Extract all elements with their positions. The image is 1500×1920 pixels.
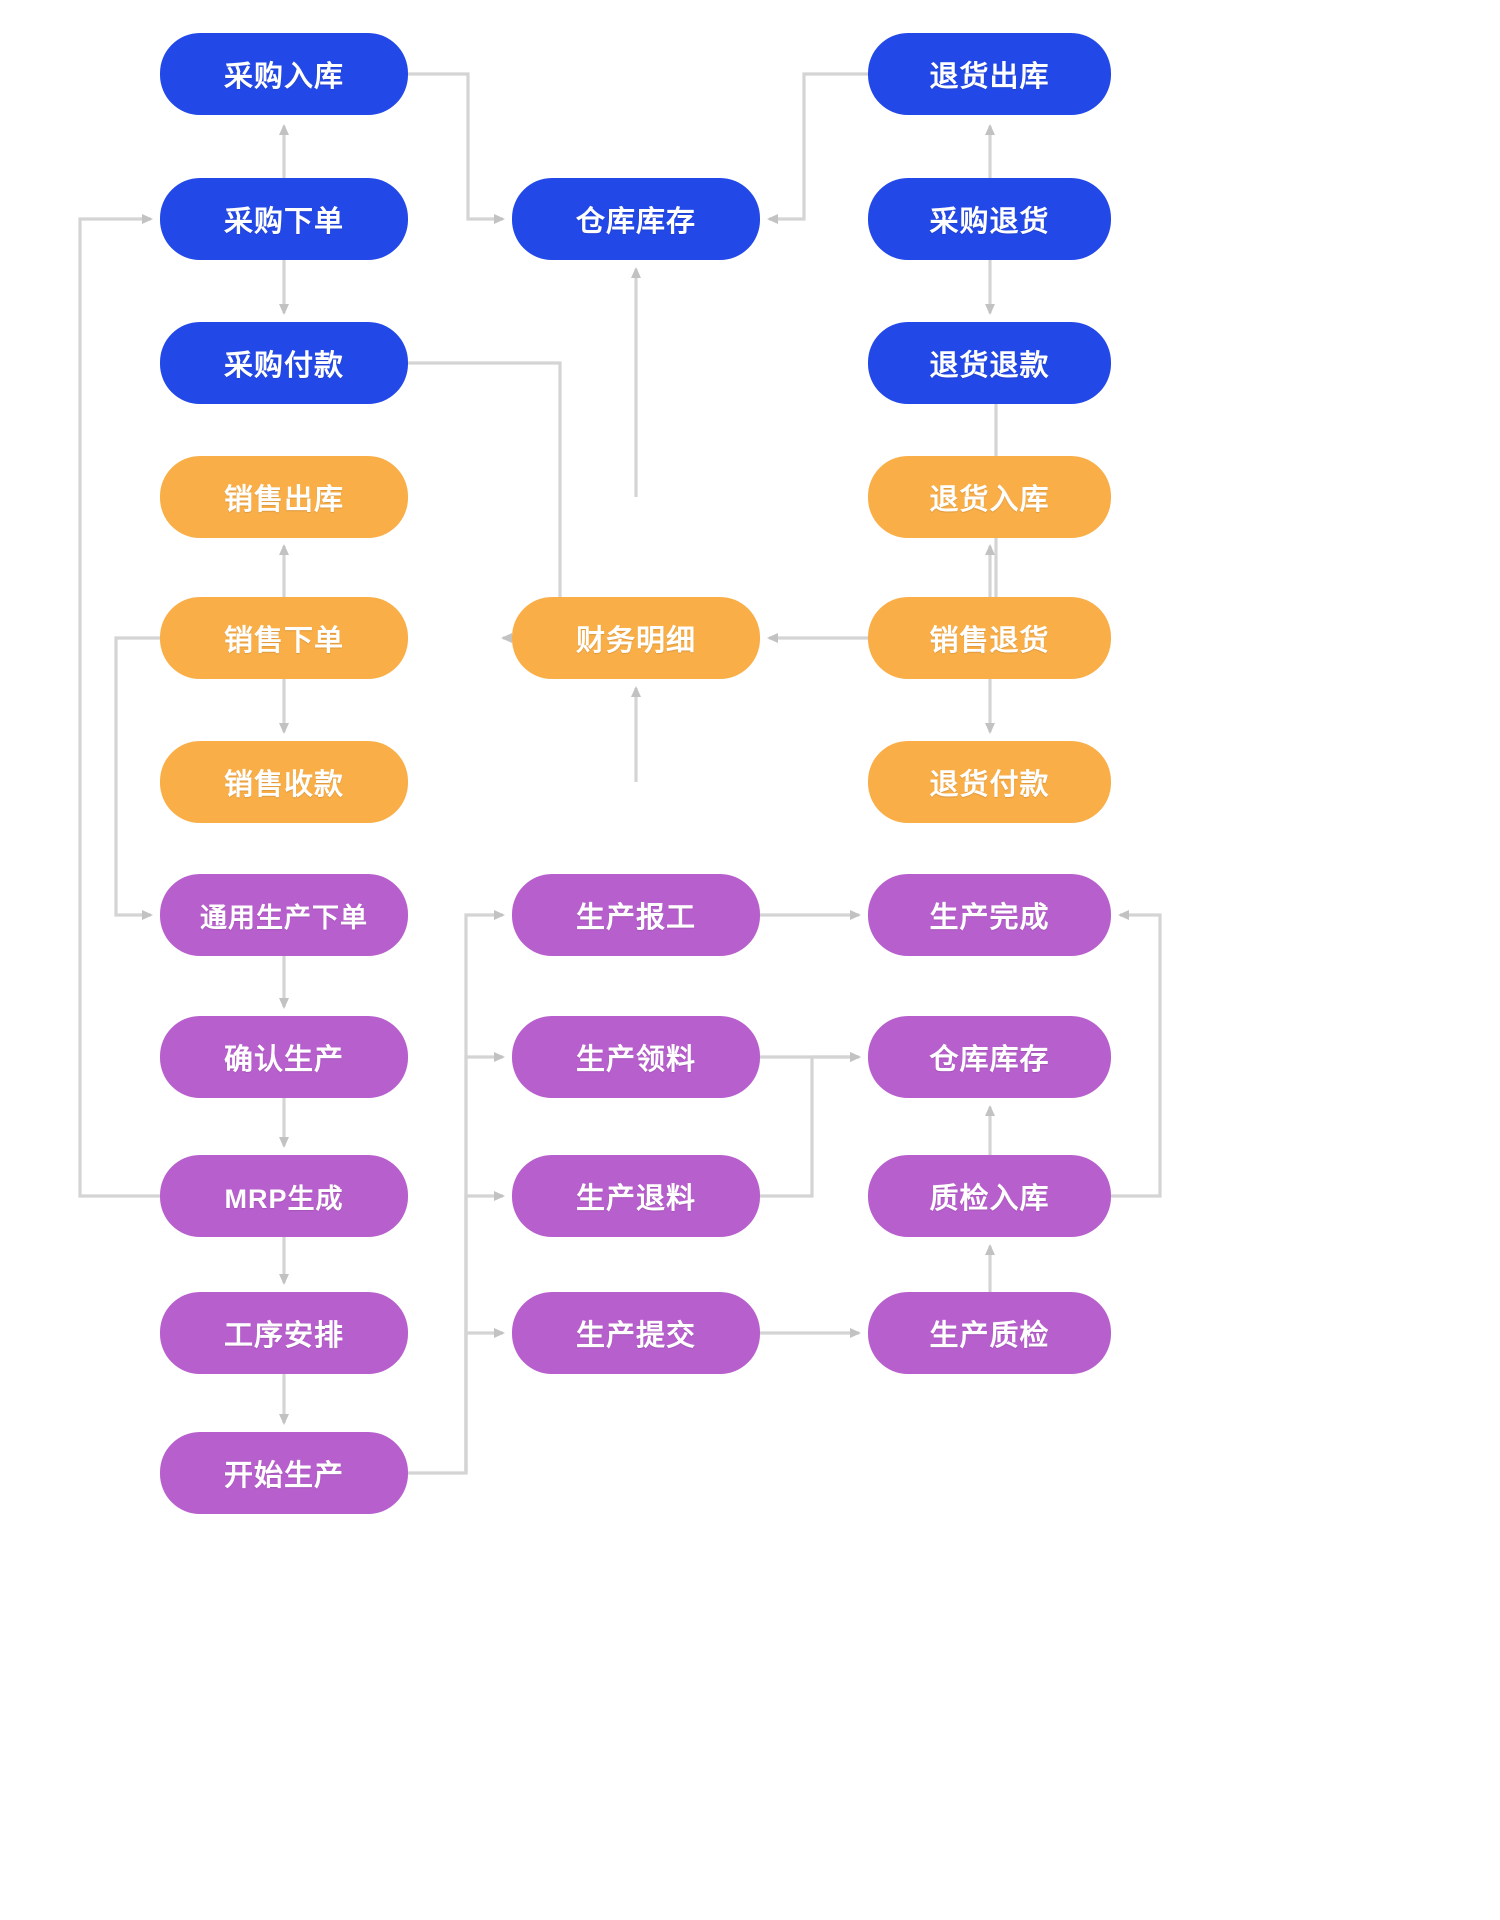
node-n13[interactable]: 销售收款: [160, 741, 408, 823]
node-n20[interactable]: 仓库库存: [868, 1016, 1111, 1098]
node-label: 退货出库: [929, 61, 1050, 93]
node-label: 生产退料: [575, 1183, 696, 1215]
node-n21[interactable]: MRP生成: [160, 1155, 408, 1237]
node-n03[interactable]: 采购下单: [160, 178, 408, 260]
node-n19[interactable]: 生产领料: [512, 1016, 760, 1098]
node-label: 销售收款: [223, 769, 344, 801]
node-n08[interactable]: 销售出库: [160, 456, 408, 538]
node-n01[interactable]: 采购入库: [160, 33, 408, 115]
node-n10[interactable]: 销售下单: [160, 597, 408, 679]
node-label: 销售出库: [223, 484, 344, 516]
edge-n27-n22: [464, 1191, 505, 1473]
node-n12[interactable]: 销售退货: [868, 597, 1111, 679]
node-label: 生产质检: [929, 1320, 1050, 1352]
edge-n10-n15: [114, 636, 160, 920]
node-n14[interactable]: 退货付款: [868, 741, 1111, 823]
node-label: 采购入库: [223, 61, 344, 93]
node-n11[interactable]: 财务明细: [512, 597, 760, 679]
node-label: 退货入库: [929, 484, 1050, 516]
node-n09[interactable]: 退货入库: [868, 456, 1111, 538]
edge-n01-n04: [408, 72, 505, 224]
node-n15[interactable]: 通用生产下单: [160, 874, 408, 956]
node-n25[interactable]: 生产提交: [512, 1292, 760, 1374]
edge-n22-n20: [760, 1052, 861, 1198]
node-label: 仓库库存: [575, 206, 696, 238]
edge-n21-n03: [78, 214, 160, 1198]
node-label: 开始生产: [223, 1460, 344, 1492]
node-n23[interactable]: 质检入库: [868, 1155, 1111, 1237]
node-label: 仓库库存: [929, 1044, 1050, 1076]
node-label: 确认生产: [223, 1044, 344, 1076]
edge-n02-n04: [767, 72, 868, 224]
edge-n27-n16: [408, 910, 505, 1475]
node-label: 销售下单: [223, 625, 344, 657]
node-label: 工序安排: [223, 1320, 344, 1352]
node-n05[interactable]: 采购退货: [868, 178, 1111, 260]
edge-n27-n25: [464, 1328, 505, 1473]
node-label: 生产领料: [575, 1044, 696, 1076]
node-label: 采购付款: [223, 350, 344, 382]
node-n18[interactable]: 确认生产: [160, 1016, 408, 1098]
node-label: 生产提交: [575, 1320, 696, 1352]
node-n24[interactable]: 工序安排: [160, 1292, 408, 1374]
node-n16[interactable]: 生产报工: [512, 874, 760, 956]
node-label: 财务明细: [575, 625, 696, 657]
node-n22[interactable]: 生产退料: [512, 1155, 760, 1237]
edge-n27-n19: [464, 1052, 505, 1473]
node-n07[interactable]: 退货退款: [868, 322, 1111, 404]
node-n06[interactable]: 采购付款: [160, 322, 408, 404]
node-label: 退货付款: [929, 769, 1050, 801]
node-label: MRP生成: [224, 1183, 344, 1214]
node-label: 生产完成: [929, 902, 1050, 934]
node-n02[interactable]: 退货出库: [868, 33, 1111, 115]
edge-n23-n17: [1111, 910, 1162, 1198]
node-n27[interactable]: 开始生产: [160, 1432, 408, 1514]
node-label: 生产报工: [575, 902, 696, 934]
node-n26[interactable]: 生产质检: [868, 1292, 1111, 1374]
node-label: 退货退款: [929, 350, 1050, 382]
node-n04[interactable]: 仓库库存: [512, 178, 760, 260]
node-label: 采购下单: [223, 206, 344, 238]
node-label: 通用生产下单: [200, 902, 368, 933]
node-label: 质检入库: [929, 1183, 1050, 1215]
node-label: 采购退货: [929, 206, 1050, 238]
node-n17[interactable]: 生产完成: [868, 874, 1111, 956]
node-label: 销售退货: [929, 625, 1050, 657]
edge-n06-n11: [408, 361, 562, 643]
